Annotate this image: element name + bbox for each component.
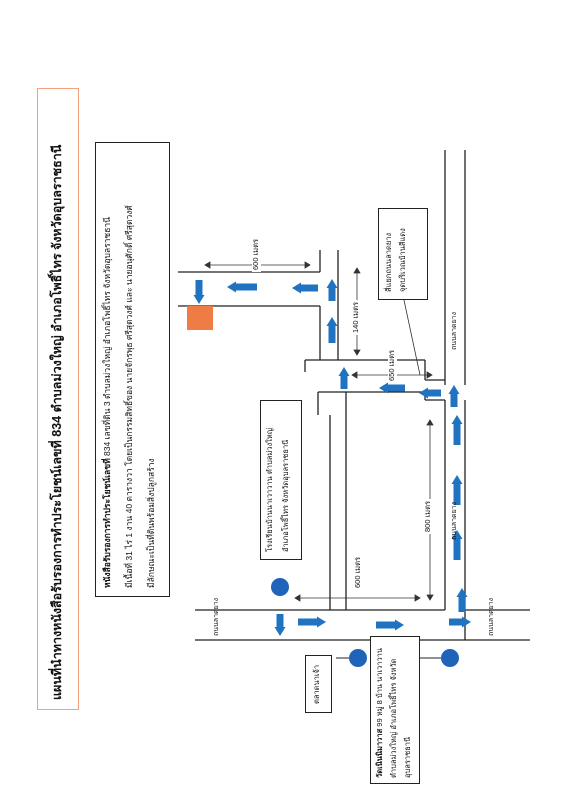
- distance-800: 800 เมตร: [423, 498, 433, 534]
- distance-600-top: 600 เมตร: [251, 236, 261, 272]
- road-label-bottom-right: ถนนลาดยาง: [488, 597, 495, 636]
- route-arrow-icon: [379, 382, 405, 394]
- info-line-3: มีลักษณะเป็นที่ดินพร้อมสิ่งปลูกสร้าง: [146, 458, 156, 588]
- temple-label-3: อุบลราชธานี: [403, 736, 412, 778]
- intersection-note-1: สี่แยกถนนลาดยาง: [384, 232, 393, 292]
- school-label-2: อำเภอโพธิ์ไทร จังหวัดอุบลราชธานี: [281, 439, 290, 552]
- target-plot-icon: [187, 306, 213, 330]
- route-arrow-icon: [451, 530, 463, 560]
- intersection-note-2: จุดบริเวณบ้านสีแดง: [398, 228, 407, 292]
- landmark-dot-icon: [441, 649, 459, 667]
- route-arrow-icon: [338, 367, 350, 389]
- route-arrow-icon: [376, 619, 404, 631]
- route-arrow-icon: [298, 616, 326, 628]
- page-title: แผนที่นำทางหนังสือรับรองการทำประโยชน์เลข…: [50, 144, 64, 700]
- distance-guides: [204, 257, 434, 602]
- road-label-bottom-left: ถนนลาดยาง: [213, 597, 220, 636]
- route-arrow-icon: [449, 616, 471, 628]
- distance-140: 140 เมตร: [351, 299, 361, 335]
- temple-label-2: ตำบลม่วงใหญ่ อำเภอโพธิ์ไทร จังหวัด: [389, 658, 398, 778]
- temple-box: [370, 636, 420, 784]
- route-arrow-icon: [451, 475, 463, 505]
- intersection-note-box: [378, 208, 428, 300]
- route-arrow-icon: [193, 280, 205, 304]
- info-box: [95, 142, 170, 597]
- route-arrow-icon: [451, 415, 463, 445]
- landmark-dot-icon: [349, 649, 367, 667]
- school-box: [260, 400, 302, 560]
- route-arrow-icon: [227, 281, 257, 293]
- route-arrow-icon: [292, 282, 318, 294]
- distance-650: 650 เมตร: [387, 347, 397, 383]
- landmark-dot-icon: [271, 578, 289, 596]
- info-line-1: หนังสือรับรองการทำประโยชน์เลขที่ 834 เลข…: [102, 217, 112, 588]
- route-arrow-icon: [326, 279, 338, 301]
- market-box: [305, 655, 332, 713]
- title-box: [37, 88, 79, 710]
- road-label-middle: ถนนลาดยาง: [451, 501, 458, 540]
- route-arrows: [193, 279, 471, 636]
- route-arrow-icon: [448, 385, 460, 407]
- route-arrow-icon: [456, 588, 468, 612]
- distance-600-bottom: 600 เมตร: [353, 554, 363, 590]
- temple-label-1: วัดเนินนิมาวาส 99 หมู่ 8 บ้าน นาเวาวาน: [375, 648, 384, 778]
- market-label: ตลาดนาเจ้า: [312, 664, 321, 704]
- route-arrow-icon: [326, 317, 338, 343]
- info-line-2: มีเนื้อที่ 31 ไร่ 1 งาน 40 ตารางวา โดยเป…: [124, 205, 134, 588]
- route-arrow-icon: [419, 387, 441, 399]
- school-label-1: โรงเรียนบ้านนาเวาวาน ตำบลม่วงใหญ่: [265, 427, 274, 552]
- route-arrow-icon: [274, 614, 286, 636]
- road-label-right: ถนนลาดยาง: [451, 311, 458, 350]
